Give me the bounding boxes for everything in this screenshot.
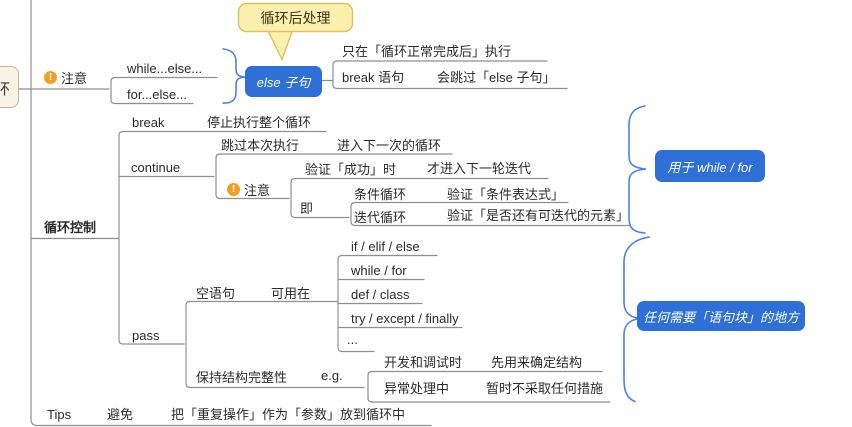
topic-dev-debug[interactable]: 开发和调试时 xyxy=(384,355,463,370)
topic-verify-iter[interactable]: 验证「是否还有可迭代的元素」 xyxy=(447,208,630,223)
topic-exec-only[interactable]: 只在「循环正常完成后」执行 xyxy=(342,44,512,59)
callout-post-loop[interactable]: 循环后处理 xyxy=(260,9,331,26)
topic-loop-control[interactable]: 循环控制 xyxy=(44,220,97,235)
while-for-fork xyxy=(110,76,218,105)
topic-break-statement[interactable]: break 语句 xyxy=(342,70,405,85)
root-topic-label: 环 xyxy=(0,78,10,99)
notice2-fork xyxy=(290,177,296,219)
warning-icon: ! xyxy=(44,71,57,84)
topic-keep-structure[interactable]: 保持结构完整性 xyxy=(196,370,288,385)
callout-balloon xyxy=(237,2,354,62)
else-children-fork xyxy=(332,60,568,90)
topic-skip-current[interactable]: 跳过本次执行 xyxy=(221,138,300,153)
eg-fork xyxy=(367,370,373,403)
topic-then-next-iter[interactable]: 才进入下一轮迭代 xyxy=(427,161,532,176)
topic-eg[interactable]: e.g. xyxy=(321,368,343,383)
topic-skip-else[interactable]: 会跳过「else 子句」 xyxy=(437,70,556,85)
topic-notice[interactable]: 注意 xyxy=(61,71,88,86)
summary-topic-else-clause[interactable]: else 子句 xyxy=(245,66,322,97)
topic-verify-cond[interactable]: 验证「条件表达式」 xyxy=(447,187,565,202)
topic-namely[interactable]: 即 xyxy=(300,201,314,216)
topic-empty-statement[interactable]: 空语句 xyxy=(196,286,236,301)
loop-control-fork xyxy=(118,130,124,345)
topic-iter-loop[interactable]: 迭代循环 xyxy=(354,210,407,225)
topic-confirm-structure[interactable]: 先用来确定结构 xyxy=(491,355,583,370)
topic-enter-next[interactable]: 进入下一次的循环 xyxy=(337,138,442,153)
namely-fork xyxy=(350,201,356,227)
topic-context-ellipsis[interactable]: ... xyxy=(347,332,358,347)
topic-context-while[interactable]: while / for xyxy=(351,263,407,278)
topic-tips[interactable]: Tips xyxy=(47,407,72,422)
topic-context-if[interactable]: if / elif / else xyxy=(351,239,420,254)
pass-fork xyxy=(185,300,191,389)
summary-topic-while-for[interactable]: 用于 while / for xyxy=(655,150,765,182)
topic-context-def[interactable]: def / class xyxy=(351,287,410,302)
topic-notice-2[interactable]: 注意 xyxy=(244,183,271,198)
topic-exception-handling[interactable]: 异常处理中 xyxy=(384,381,450,396)
trunk-line xyxy=(30,0,432,427)
topic-verify-success[interactable]: 验证「成功」时 xyxy=(305,162,397,177)
topic-usable-in[interactable]: 可用在 xyxy=(271,286,311,301)
topic-while-else[interactable]: while...else... xyxy=(127,61,203,76)
summary-brace-while-for xyxy=(628,105,647,234)
topic-avoid[interactable]: 避免 xyxy=(107,407,134,422)
topic-for-else[interactable]: for...else... xyxy=(127,87,187,102)
summary-brace-else xyxy=(222,48,247,104)
topic-stop-loop[interactable]: 停止执行整个循环 xyxy=(207,115,312,130)
topic-continue[interactable]: continue xyxy=(131,160,181,175)
topic-repeat-param[interactable]: 把「重复操作」作为「参数」放到循环中 xyxy=(171,407,406,422)
topic-no-action[interactable]: 暂时不采取任何措施 xyxy=(486,381,604,396)
topic-cond-loop[interactable]: 条件循环 xyxy=(354,187,407,202)
continue-fork xyxy=(215,153,221,200)
root-topic[interactable]: 环 xyxy=(0,66,19,108)
warning-icon: ! xyxy=(227,183,240,196)
topic-break[interactable]: break xyxy=(132,115,165,130)
summary-topic-anywhere-block[interactable]: 任何需要「语句块」的地方 xyxy=(637,301,805,331)
topic-pass[interactable]: pass xyxy=(132,328,160,343)
topic-context-try[interactable]: try / except / finally xyxy=(351,311,459,326)
